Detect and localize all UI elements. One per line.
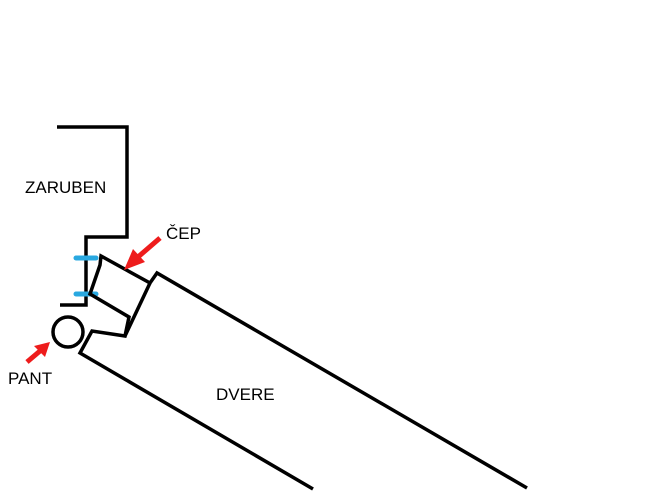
- hinge-arrow: [25, 342, 50, 364]
- hinge-circle: [51, 315, 85, 349]
- door-inner-edge: [123, 282, 152, 337]
- frame-label: ZARUBEN: [25, 178, 106, 197]
- hinge-label: PANT: [8, 369, 52, 388]
- pin-label: ČEP: [166, 224, 201, 243]
- frame-outline: [57, 125, 129, 307]
- door-outline: [77, 253, 528, 491]
- pin-arrow: [124, 236, 162, 270]
- door-label: DVERE: [216, 385, 275, 404]
